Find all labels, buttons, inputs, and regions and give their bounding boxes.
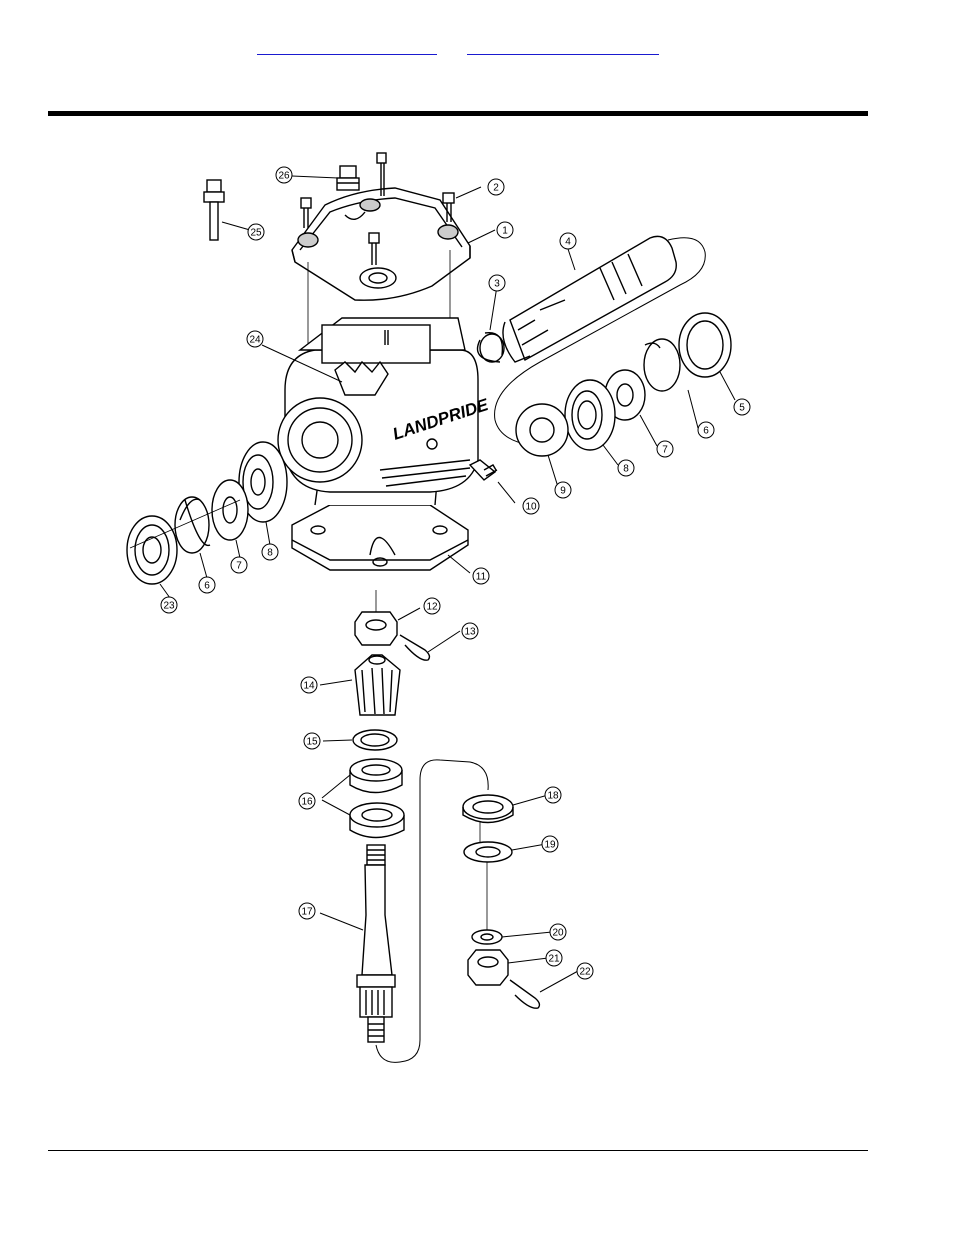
callout-20: 20 <box>549 923 567 941</box>
cover-bolts <box>300 152 455 265</box>
callout-label: 4 <box>565 237 571 248</box>
callout-2: 2 <box>487 178 505 196</box>
callout-label: 23 <box>163 601 175 612</box>
callout-label: 15 <box>306 737 318 748</box>
callout-15: 15 <box>303 732 321 750</box>
callout-22: 22 <box>576 962 594 980</box>
callout-leaders <box>159 175 736 993</box>
callout-label: 3 <box>494 279 500 290</box>
callout-9: 9 <box>554 481 572 499</box>
drain-plug <box>468 459 498 481</box>
callout-label: 5 <box>739 403 745 414</box>
callout-4: 4 <box>559 232 577 250</box>
callout-label: 25 <box>250 228 262 239</box>
dipstick-plug <box>203 179 225 241</box>
callout-label: 24 <box>249 335 261 346</box>
callout-5: 5 <box>733 398 751 416</box>
callout-3: 3 <box>488 274 506 292</box>
header-rule <box>48 111 868 116</box>
callout-label: 6 <box>703 426 709 437</box>
callout-1: 1 <box>496 221 514 239</box>
callout-23: 23 <box>160 596 178 614</box>
callout-6: 6 <box>198 576 216 594</box>
top-cover <box>291 187 471 301</box>
callout-label: 7 <box>662 445 668 456</box>
callout-label: 6 <box>204 581 210 592</box>
callout-16: 16 <box>298 792 316 810</box>
callout-label: 13 <box>464 627 476 638</box>
callout-14: 14 <box>300 676 318 694</box>
callout-8: 8 <box>617 459 635 477</box>
callout-12: 12 <box>423 597 441 615</box>
callout-7: 7 <box>656 440 674 458</box>
callout-26: 26 <box>275 166 293 184</box>
callout-13: 13 <box>461 622 479 640</box>
callout-label: 7 <box>236 561 242 572</box>
callout-21: 21 <box>545 949 563 967</box>
callout-label: 12 <box>426 602 438 613</box>
callout-label: 1 <box>502 226 508 237</box>
lower-parts <box>349 611 541 1063</box>
footer-rule <box>48 1150 868 1151</box>
callout-label: 10 <box>525 502 537 513</box>
callouts: 1234567891011121314151617181920212223242… <box>160 166 751 980</box>
callout-label: 19 <box>544 840 556 851</box>
callout-label: 20 <box>552 928 564 939</box>
callout-25: 25 <box>247 223 265 241</box>
callout-label: 26 <box>278 171 290 182</box>
header-link-2[interactable] <box>467 44 659 55</box>
callout-8: 8 <box>261 543 279 561</box>
callout-label: 16 <box>301 797 313 808</box>
left-side-parts <box>126 441 288 585</box>
callout-6: 6 <box>697 421 715 439</box>
callout-label: 8 <box>623 464 629 475</box>
callout-19: 19 <box>541 835 559 853</box>
header-link-1[interactable] <box>257 44 437 55</box>
callout-label: 2 <box>493 183 499 194</box>
callout-11: 11 <box>472 567 490 585</box>
callout-label: 14 <box>303 681 315 692</box>
callout-7: 7 <box>230 556 248 574</box>
callout-17: 17 <box>298 902 316 920</box>
gearbox-housing: LANDPRIDE <box>277 317 491 571</box>
right-side-parts <box>476 235 732 457</box>
callout-label: 21 <box>548 954 560 965</box>
callout-label: 8 <box>267 548 273 559</box>
gearbox-exploded-diagram: LANDPRIDE <box>126 152 751 1063</box>
callout-18: 18 <box>544 786 562 804</box>
callout-10: 10 <box>522 497 540 515</box>
breather-plug <box>336 165 360 191</box>
callout-label: 9 <box>560 486 566 497</box>
callout-label: 22 <box>579 967 591 978</box>
callout-label: 17 <box>301 907 313 918</box>
callout-label: 18 <box>547 791 559 802</box>
callout-label: 11 <box>476 572 487 583</box>
callout-24: 24 <box>246 330 264 348</box>
